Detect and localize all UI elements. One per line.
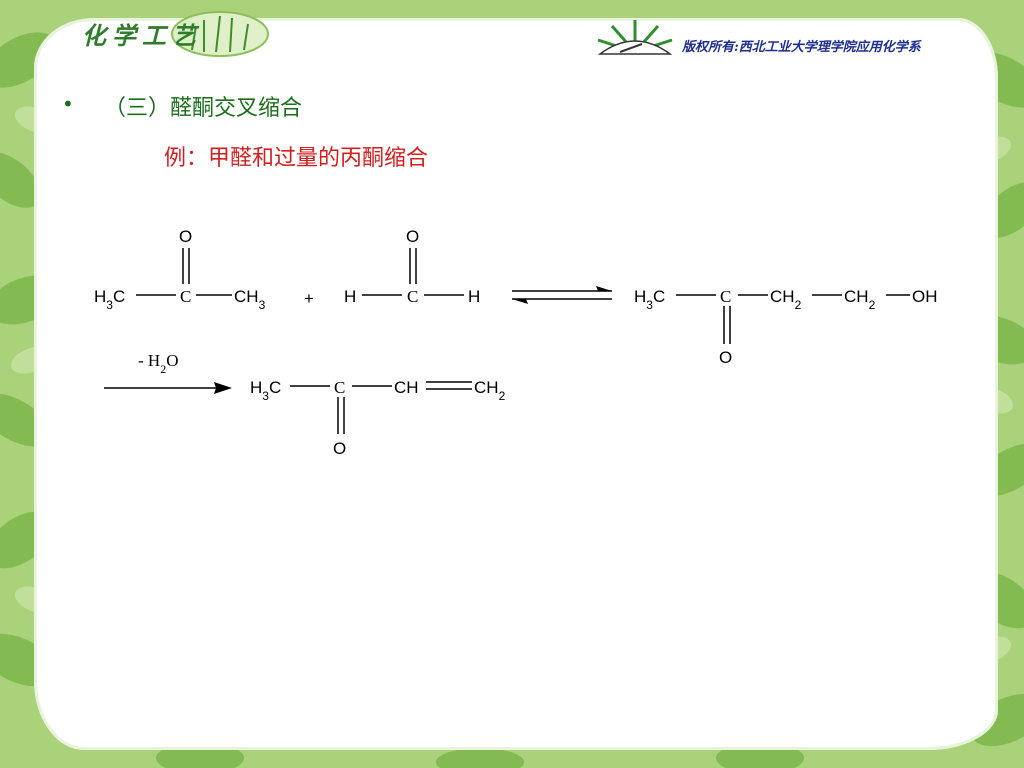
final-methyl: H3C <box>250 378 281 403</box>
final-oxygen: O <box>333 439 346 458</box>
sunburst-gauge-icon <box>597 20 673 55</box>
final-product-molecule: H3C C CH CH2 O <box>250 378 506 458</box>
formaldehyde-molecule: H C H O <box>344 227 480 306</box>
acetone-methyl-left: H3C <box>94 287 125 312</box>
reaction-condition-label: - H2O <box>138 351 178 376</box>
aldol-ch2-first: CH2 <box>770 287 802 312</box>
acetone-carbonyl-carbon: C <box>180 287 191 306</box>
example-subtitle: 例：甲醛和过量的丙酮缩合 <box>164 146 429 171</box>
formaldehyde-h-right: H <box>468 287 480 306</box>
logo-chemical-technology: 化学工艺 <box>80 4 280 60</box>
formaldehyde-oxygen: O <box>406 227 419 246</box>
grass-emblem-icon <box>171 11 269 57</box>
acetone-oxygen: O <box>179 227 192 246</box>
formaldehyde-carbon: C <box>407 287 418 306</box>
aldol-methyl: H3C <box>634 287 665 312</box>
acetone-methyl-right: CH3 <box>234 287 266 312</box>
copyright-text: 版权所有:西北工业大学理学院应用化学系 <box>682 40 921 55</box>
slide-content-area <box>34 18 998 750</box>
section-heading: （三）醛酮交叉缩合 <box>104 96 303 121</box>
final-carbonyl-carbon: C <box>334 378 345 397</box>
aldol-product-molecule: H3C C CH2 CH2 OH O <box>634 287 938 367</box>
equilibrium-arrow <box>512 286 612 304</box>
dehydration-arrow: - H2O <box>104 351 232 394</box>
aldol-ch2-second: CH2 <box>844 287 876 312</box>
bullet-point: • <box>62 92 74 116</box>
formaldehyde-h-left: H <box>344 287 356 306</box>
plus-sign: + <box>304 289 314 308</box>
logo-text: 化学工艺 <box>82 21 202 50</box>
copyright-banner: 版权所有:西北工业大学理学院应用化学系 <box>590 14 1000 60</box>
aldol-hydroxyl: OH <box>912 287 938 306</box>
final-ch: CH <box>394 378 419 397</box>
aldol-carbonyl-carbon: C <box>720 287 731 306</box>
aldol-oxygen: O <box>719 348 732 367</box>
final-ch2: CH2 <box>474 378 506 403</box>
acetone-molecule: H3C C CH3 O <box>94 227 266 312</box>
